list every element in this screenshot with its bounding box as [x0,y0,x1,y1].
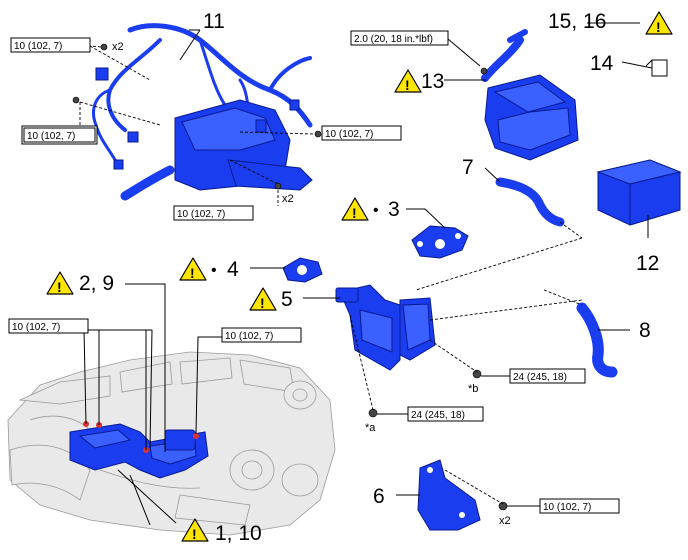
svg-text:10 (102, 7): 10 (102, 7) [27,131,75,142]
ref-a: *a [365,422,376,434]
svg-text:10 (102, 7): 10 (102, 7) [325,129,373,140]
warning-icon-2-9: ! [46,271,74,295]
multiplier-harness-bottom: x2 [282,193,294,205]
water-hose-part-8 [576,302,618,378]
svg-text:!: ! [352,205,357,221]
svg-text:!: ! [656,19,661,35]
multiplier-bracket: x2 [499,515,511,527]
torque-box-harness-top: 10 (102, 7) [10,37,91,53]
multiplier-harness-top: x2 [112,41,124,53]
bolt-cooler-b [472,369,482,379]
callout-15-16: 15, 16 [548,10,606,33]
warning-icon-13: ! [394,69,422,93]
callout-2-9: 2, 9 [79,272,114,295]
bolt-egr-4 [193,433,199,439]
torque-box-egr-right: 10 (102, 7) [221,327,302,343]
ref-b: *b [468,383,478,395]
bolt-harness-bottom [274,182,282,190]
warning-icon-1-10: ! [181,518,209,542]
svg-text:!: ! [190,265,195,281]
torque-box-harness-left: 10 (102, 7) [21,125,98,145]
svg-text:!: ! [405,77,410,93]
warning-icon-15-16: ! [645,11,673,35]
gasket-part-4 [282,257,323,283]
egr-cooler-part [335,284,436,371]
svg-text:10 (102, 7): 10 (102, 7) [225,331,273,342]
torque-box-cooler-b: 24 (245, 18) [509,368,586,384]
bolt-bracket [498,501,508,511]
bolt-air-cleaner [480,67,488,75]
torque-box-cooler-a: 24 (245, 18) [407,406,484,422]
bullet-3: • [373,202,379,219]
torque-box-harness-right: 10 (102, 7) [321,125,402,141]
callout-8: 8 [639,319,651,342]
bullet-4: • [211,262,217,279]
torque-box-egr-left: 10 (102, 7) [8,318,89,334]
callout-4: 4 [227,258,239,281]
svg-text:10 (102, 7): 10 (102, 7) [14,41,62,52]
callout-1-10: 1, 10 [215,522,262,545]
bolt-cooler-a [368,408,378,418]
air-cleaner-part [481,29,579,161]
bolt-harness-right [314,130,322,138]
svg-text:24 (245, 18): 24 (245, 18) [513,372,567,383]
warning-icon-3: ! [341,197,369,221]
callout-3: 3 [388,198,400,221]
svg-text:24 (245, 18): 24 (245, 18) [411,410,465,421]
svg-text:10 (102, 7): 10 (102, 7) [543,502,591,513]
svg-text:10 (102, 7): 10 (102, 7) [177,209,225,220]
callout-11: 11 [203,10,225,33]
svg-text:!: ! [260,295,265,311]
bracket-part-6 [417,459,481,531]
gasket-part-3 [411,225,469,259]
warning-icon-5: ! [249,287,277,311]
bolt-harness-top [100,43,108,51]
tag-part-14 [645,59,668,77]
svg-text:10 (102, 7): 10 (102, 7) [12,322,60,333]
torque-box-air-cleaner: 2.0 (20, 18 in.*lbf) [350,30,449,46]
callout-13: 13 [421,70,444,93]
bolt-harness-left [72,96,80,104]
water-hose-part-7 [495,177,565,227]
svg-text:2.0 (20, 18 in.*lbf): 2.0 (20, 18 in.*lbf) [354,34,433,45]
callout-7: 7 [462,156,474,179]
battery-part [596,159,682,226]
callout-5: 5 [281,288,293,311]
wire-harness-part [92,23,313,201]
torque-box-bracket: 10 (102, 7) [539,498,620,514]
callout-12: 12 [636,252,659,275]
torque-box-harness-bottom: 10 (102, 7) [173,205,254,221]
svg-text:!: ! [192,526,197,542]
svg-text:!: ! [57,279,62,295]
egr-pipe-part [69,423,209,479]
warning-icon-4: ! [179,257,207,281]
callout-14: 14 [590,52,614,75]
callout-6: 6 [373,485,385,508]
